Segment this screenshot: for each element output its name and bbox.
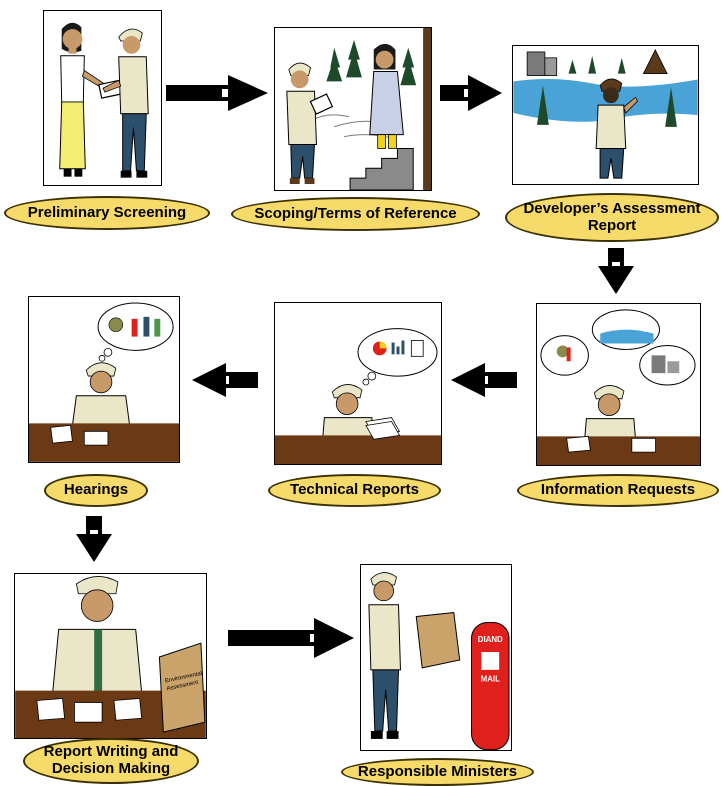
label-developers-report: Developer’s Assessment Report (505, 193, 719, 242)
technical-reports-illustration (275, 328, 441, 464)
panel-developers-report (512, 45, 699, 185)
responsible-ministers-illustration: DIAND MAIL (368, 572, 510, 750)
arrow-technical-to-hearings (192, 363, 258, 397)
arrow-requests-to-technical (451, 363, 517, 397)
right-arrow-icon (228, 618, 354, 658)
label-report-writing: Report Writing and Decision Making (23, 738, 199, 784)
arrow-report-to-requests (598, 248, 634, 294)
panel-preliminary-screening (43, 10, 162, 186)
right-arrow-icon (166, 75, 268, 111)
down-arrow-icon (598, 248, 634, 294)
panel-scoping (274, 27, 432, 191)
label-responsible-ministers: Responsible Ministers (341, 758, 534, 786)
label-information-requests: Information Requests (517, 474, 719, 507)
panel-report-writing: Environmental Assessment (14, 573, 207, 739)
arrow-writing-to-ministers (228, 618, 354, 658)
scoping-illustration (286, 28, 431, 190)
panel-technical-reports (274, 302, 442, 465)
information-requests-illustration (537, 309, 700, 465)
hearings-illustration (29, 302, 179, 462)
panel-hearings (28, 296, 180, 463)
arrow-screening-to-scoping (166, 75, 268, 111)
arrow-scoping-to-report (440, 75, 502, 111)
label-technical-reports: Technical Reports (268, 474, 441, 507)
label-scoping: Scoping/Terms of Reference (231, 197, 480, 231)
report-writing-illustration: Environmental Assessment (15, 576, 206, 738)
left-arrow-icon (192, 363, 258, 397)
down-arrow-icon (76, 516, 112, 562)
label-hearings: Hearings (44, 474, 148, 507)
right-arrow-icon (440, 75, 502, 111)
label-preliminary-screening: Preliminary Screening (4, 196, 210, 230)
screening-illustration (59, 22, 149, 178)
mailbox-agency: DIAND (478, 635, 503, 644)
panel-responsible-ministers: DIAND MAIL (360, 564, 512, 751)
panel-information-requests (536, 303, 701, 466)
arrow-hearings-to-writing (76, 516, 112, 562)
developer-report-illustration (513, 49, 698, 179)
mailbox-word: MAIL (481, 675, 500, 684)
left-arrow-icon (451, 363, 517, 397)
